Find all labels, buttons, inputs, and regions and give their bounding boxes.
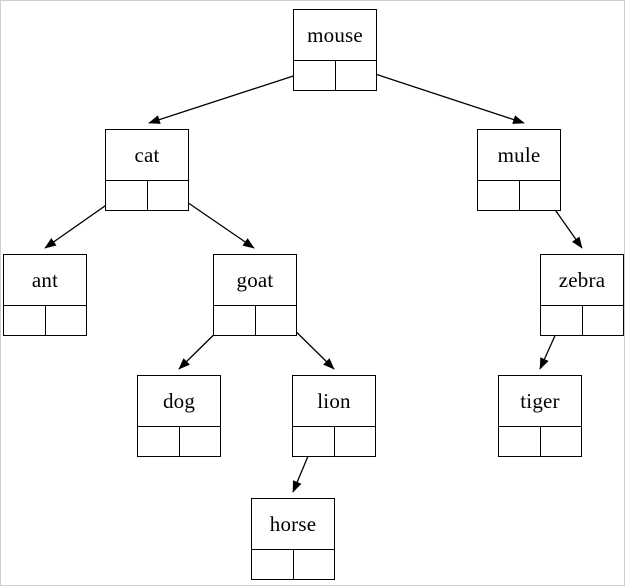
right-child-pointer-cell[interactable]	[520, 181, 561, 210]
tree-node-pointer-row	[541, 305, 623, 335]
right-child-pointer-cell[interactable]	[180, 427, 221, 456]
left-child-pointer-cell[interactable]	[541, 306, 583, 335]
tree-node-label: mouse	[307, 22, 363, 47]
tree-node-dog[interactable]: dog	[137, 375, 221, 457]
tree-node-goat[interactable]: goat	[213, 254, 297, 336]
tree-node-horse[interactable]: horse	[251, 498, 335, 580]
tree-node-pointer-row	[293, 426, 375, 456]
tree-node-pointer-row	[478, 180, 560, 210]
tree-node-label: tiger	[520, 388, 560, 413]
tree-node-mouse[interactable]: mouse	[293, 9, 377, 91]
tree-node-zebra[interactable]: zebra	[540, 254, 624, 336]
tree-node-label: dog	[162, 388, 196, 413]
tree-node-label: mule	[497, 142, 541, 167]
right-child-pointer-cell[interactable]	[256, 306, 297, 335]
tree-node-mule[interactable]: mule	[477, 129, 561, 211]
tree-node-lion[interactable]: lion	[292, 375, 376, 457]
tree-edge-mouse-to-mule	[353, 66, 525, 124]
right-child-pointer-cell[interactable]	[541, 427, 582, 456]
left-child-pointer-cell[interactable]	[4, 306, 46, 335]
tree-node-pointer-row	[214, 305, 296, 335]
tree-node-label: goat	[236, 267, 274, 292]
tree-node-tiger[interactable]: tiger	[498, 375, 582, 457]
left-child-pointer-cell[interactable]	[293, 427, 335, 456]
left-child-pointer-cell[interactable]	[252, 550, 294, 579]
tree-node-ant[interactable]: ant	[3, 254, 87, 336]
tree-node-label: ant	[31, 267, 59, 292]
left-child-pointer-cell[interactable]	[106, 181, 148, 210]
tree-node-pointer-row	[499, 426, 581, 456]
tree-node-label: cat	[134, 142, 160, 167]
right-child-pointer-cell[interactable]	[294, 550, 335, 579]
left-child-pointer-cell[interactable]	[478, 181, 520, 210]
right-child-pointer-cell[interactable]	[336, 61, 377, 90]
tree-node-label: zebra	[558, 267, 606, 292]
left-child-pointer-cell[interactable]	[138, 427, 180, 456]
tree-node-label: horse	[269, 511, 317, 536]
tree-node-pointer-row	[4, 305, 86, 335]
tree-node-label: lion	[317, 388, 351, 413]
tree-node-pointer-row	[138, 426, 220, 456]
tree-node-cat[interactable]: cat	[105, 129, 189, 211]
right-child-pointer-cell[interactable]	[46, 306, 87, 335]
tree-node-pointer-row	[106, 180, 188, 210]
right-child-pointer-cell[interactable]	[335, 427, 376, 456]
tree-node-pointer-row	[252, 549, 334, 579]
left-child-pointer-cell[interactable]	[214, 306, 256, 335]
left-child-pointer-cell[interactable]	[294, 61, 336, 90]
left-child-pointer-cell[interactable]	[499, 427, 541, 456]
tree-node-pointer-row	[294, 60, 376, 90]
right-child-pointer-cell[interactable]	[148, 181, 189, 210]
right-child-pointer-cell[interactable]	[583, 306, 624, 335]
